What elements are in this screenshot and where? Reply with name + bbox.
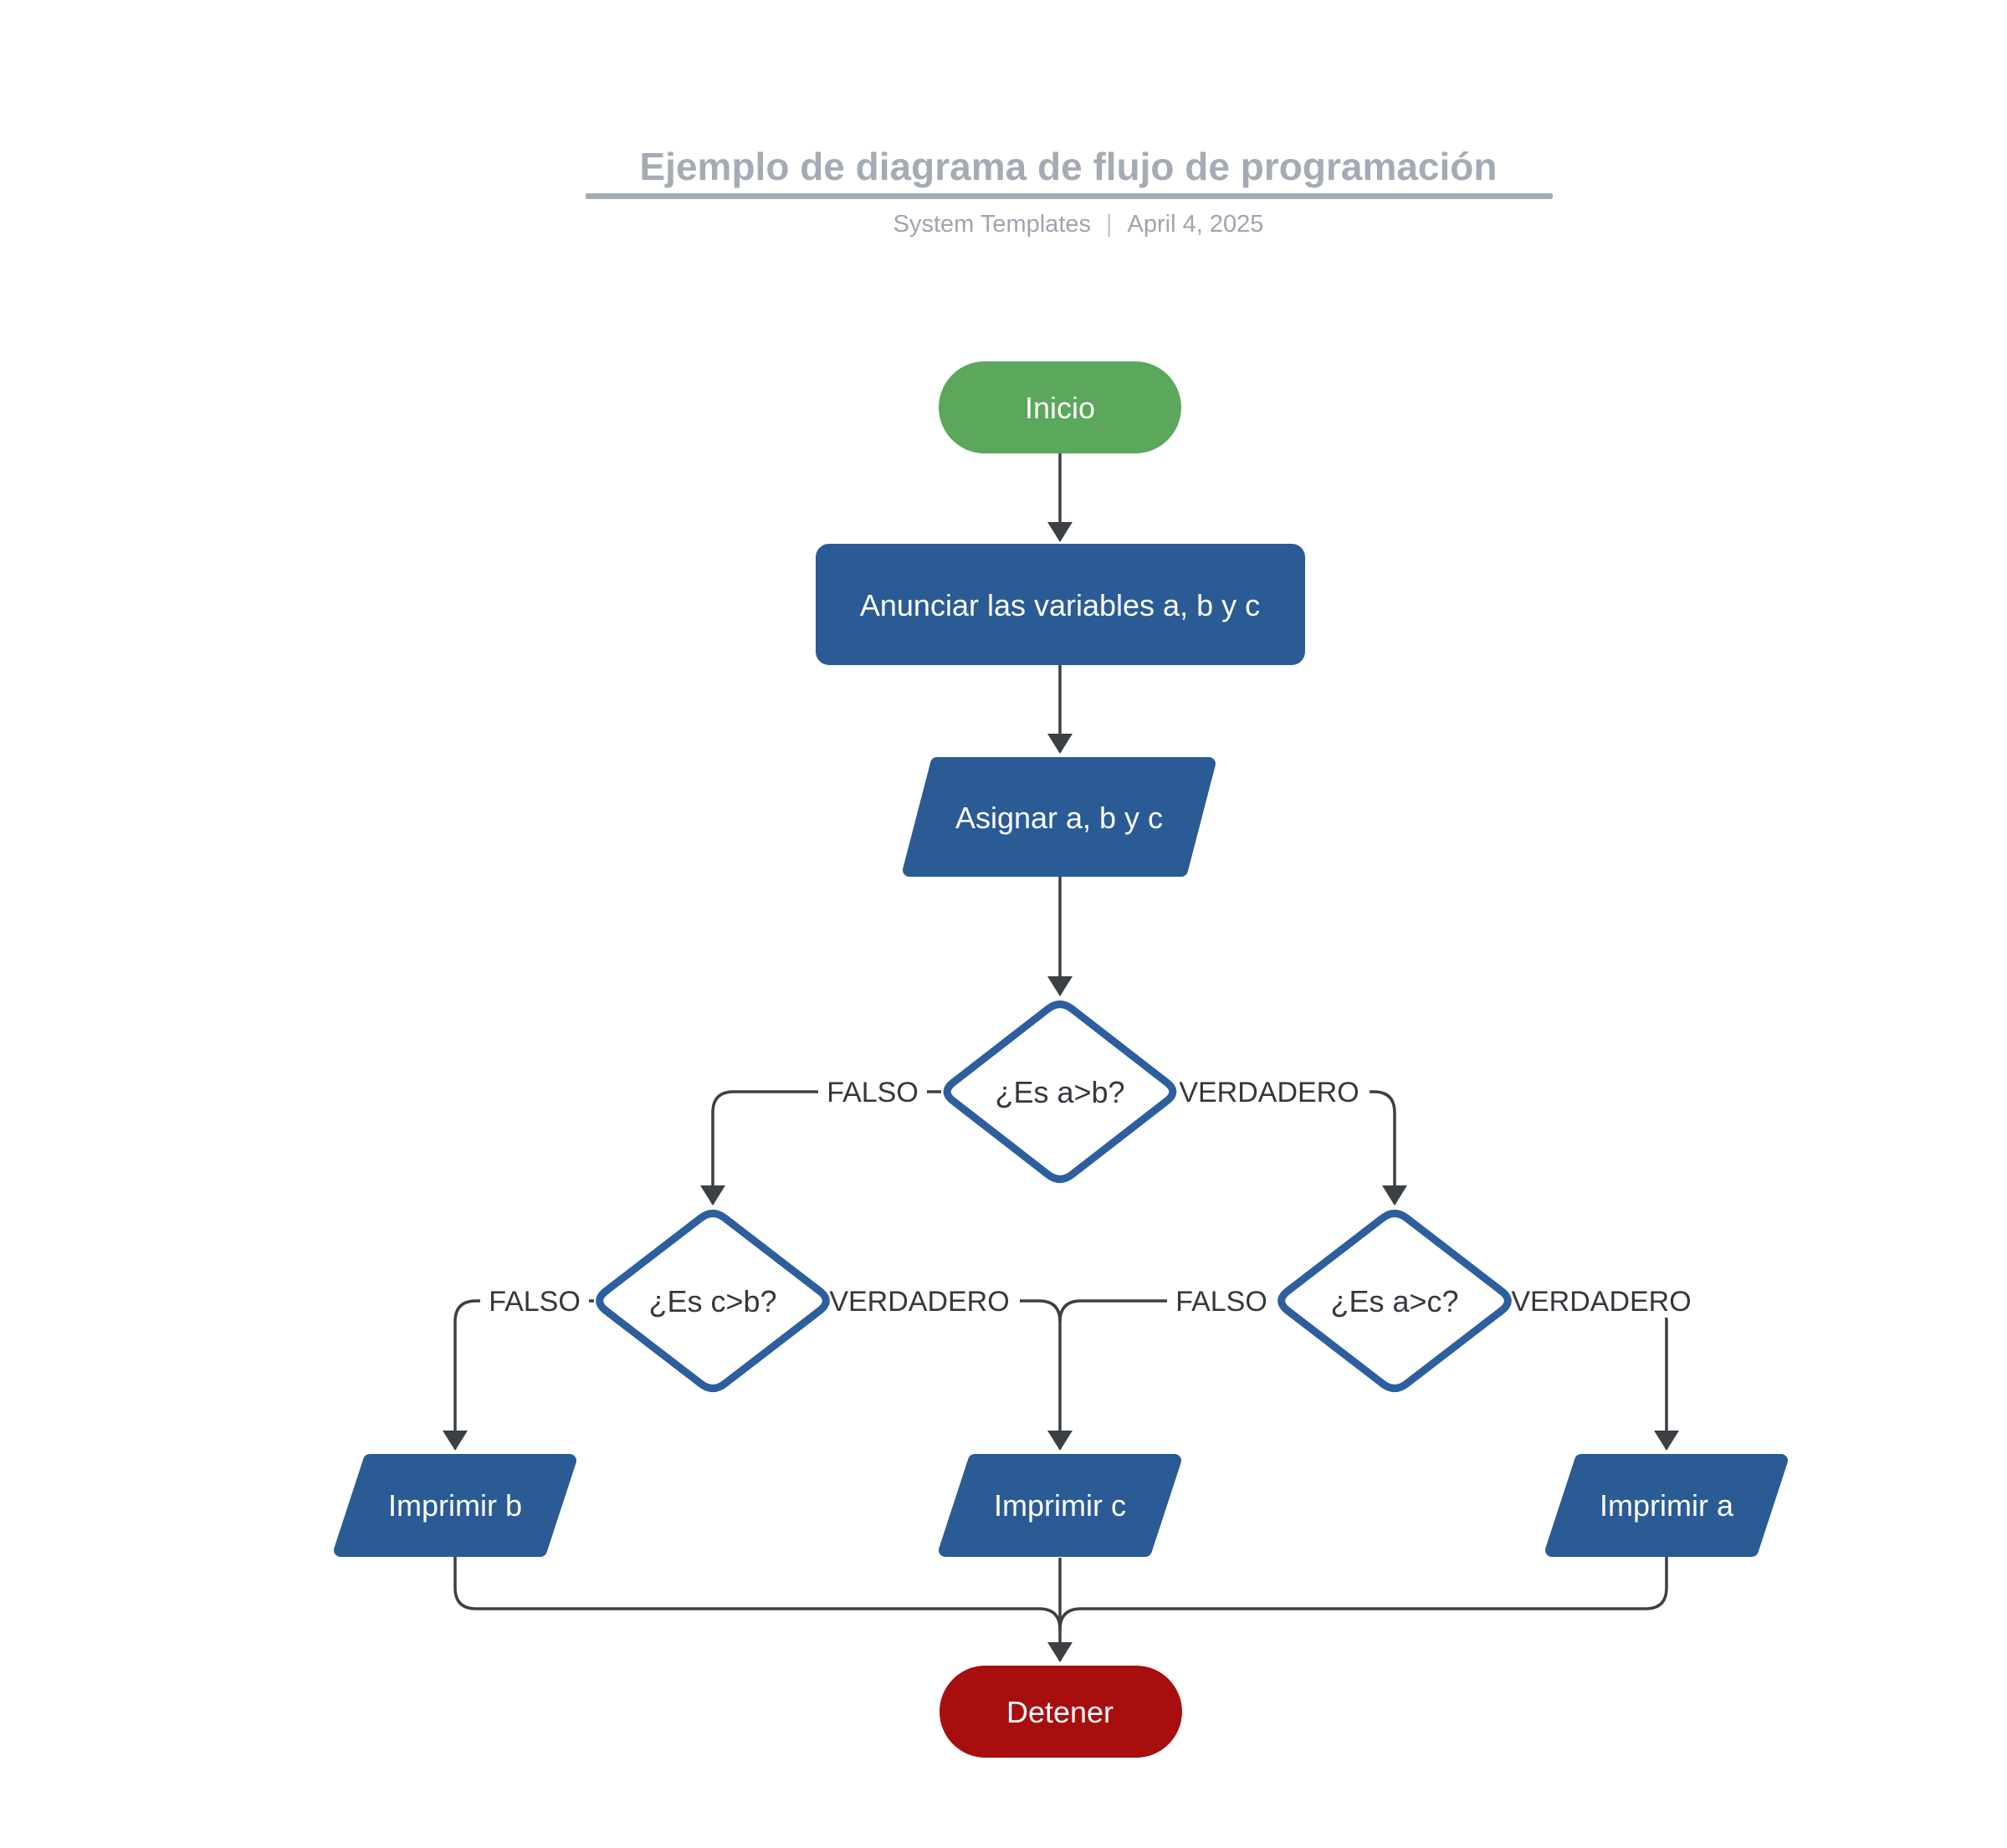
- branch-label-d1-false: FALSO: [818, 1075, 927, 1108]
- node-label: Asignar a, b y c: [955, 801, 1163, 835]
- branch-label-d3-true: VERDADERO: [1501, 1284, 1702, 1318]
- edge-printb-to-end: [453, 1556, 1062, 1630]
- node-decision2[interactable]: ¿Es c>b?: [596, 1210, 830, 1392]
- io-shape[interactable]: [334, 1454, 576, 1557]
- decision-shape[interactable]: [943, 1001, 1177, 1183]
- node-decision3[interactable]: ¿Es a>c?: [1277, 1210, 1512, 1392]
- edge-decision3-true: [1513, 1299, 1679, 1451]
- subtitle: System Templates | April 4, 2025: [893, 211, 1264, 238]
- process-shape[interactable]: [816, 544, 1305, 665]
- decision-label: ¿Es c>b?: [648, 1284, 776, 1318]
- decision-shape[interactable]: [1277, 1210, 1512, 1392]
- node-label: Detener: [1006, 1695, 1114, 1729]
- branch-label-text: FALSO: [1175, 1286, 1267, 1318]
- title-underline: [586, 193, 1553, 199]
- branch-label-d2-true: VERDADERO: [819, 1284, 1020, 1318]
- io-shape[interactable]: [903, 757, 1216, 877]
- branch-label-d1-true: VERDADERO: [1169, 1075, 1370, 1108]
- decision-label: ¿Es a>b?: [995, 1075, 1124, 1109]
- node-start[interactable]: Inicio: [939, 361, 1181, 453]
- page-title: Ejemplo de diagrama de flujo de programa…: [640, 145, 1498, 188]
- decision-label: ¿Es a>c?: [1330, 1284, 1458, 1318]
- node-end[interactable]: Detener: [940, 1666, 1182, 1758]
- branch-label-text: FALSO: [489, 1286, 581, 1318]
- branch-label-bg: [818, 1075, 927, 1108]
- branch-label-text: VERDADERO: [1179, 1077, 1359, 1108]
- node-label: Imprimir a: [1600, 1488, 1734, 1523]
- node-print-b[interactable]: Imprimir b: [334, 1454, 576, 1557]
- node-decision1[interactable]: ¿Es a>b?: [943, 1001, 1177, 1183]
- terminator-shape[interactable]: [939, 361, 1181, 453]
- edge-decision3-false: [1058, 1299, 1276, 1323]
- subtitle-separator: |: [1106, 211, 1113, 238]
- node-label: Imprimir b: [388, 1488, 522, 1523]
- branch-label-text: VERDADERO: [829, 1286, 1009, 1318]
- branch-label-d2-false: FALSO: [480, 1284, 589, 1318]
- edge-decision1-false: [700, 1090, 941, 1206]
- node-label: Imprimir c: [994, 1488, 1126, 1523]
- node-declare-variables[interactable]: Anunciar las variables a, b y c: [816, 544, 1305, 665]
- edge-decision2-false: [443, 1299, 594, 1451]
- node-assign[interactable]: Asignar a, b y c: [903, 757, 1216, 877]
- edge-decision2-true: [832, 1299, 1073, 1451]
- branch-label-bg: [480, 1284, 589, 1318]
- subtitle-byline: System Templates: [893, 211, 1091, 238]
- terminator-shape[interactable]: [940, 1666, 1182, 1758]
- node-label: Inicio: [1025, 391, 1095, 425]
- io-shape[interactable]: [939, 1454, 1181, 1557]
- node-print-a[interactable]: Imprimir a: [1545, 1454, 1788, 1557]
- io-shape[interactable]: [1545, 1454, 1788, 1557]
- decision-shape[interactable]: [596, 1210, 830, 1392]
- branch-label-bg: [1501, 1284, 1702, 1318]
- branch-label-bg: [819, 1284, 1020, 1318]
- node-print-c[interactable]: Imprimir c: [939, 1454, 1181, 1557]
- edge-decision1-true: [1179, 1090, 1407, 1206]
- subtitle-date: April 4, 2025: [1128, 211, 1264, 238]
- node-label: Anunciar las variables a, b y c: [860, 588, 1260, 622]
- branch-label-text: FALSO: [827, 1077, 919, 1108]
- branch-label-bg: [1169, 1075, 1370, 1108]
- branch-label-d3-false: FALSO: [1167, 1284, 1276, 1318]
- branch-label-text: VERDADERO: [1511, 1286, 1691, 1318]
- edge-printa-to-end: [1058, 1556, 1668, 1630]
- branch-label-bg: [1167, 1284, 1276, 1318]
